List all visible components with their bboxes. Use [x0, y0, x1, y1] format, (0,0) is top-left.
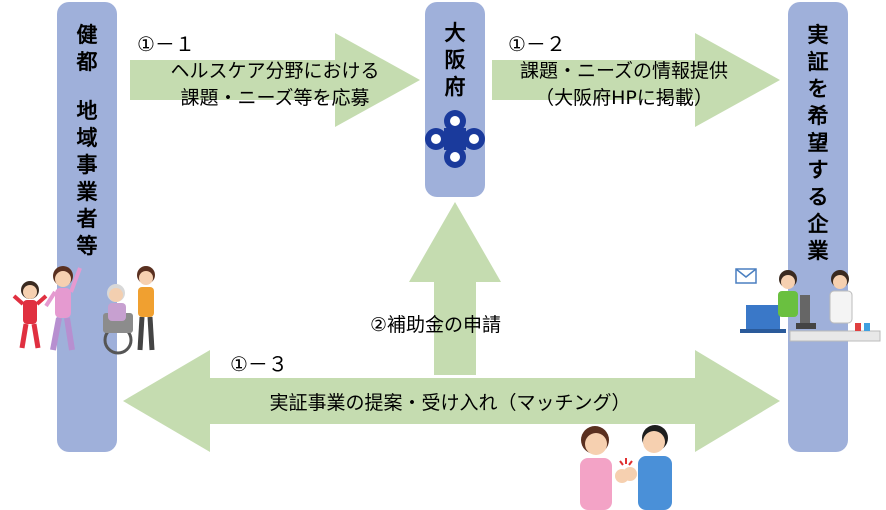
node-right-char: 望: [807, 131, 829, 155]
handshake-illustration: [580, 425, 672, 510]
node-left-char: 健: [76, 23, 98, 47]
label-1-1-line2: 課題・ニーズ等を応募: [180, 87, 370, 109]
label-2: ②補助金の申請: [370, 314, 502, 336]
node-left-char: 域: [76, 126, 98, 150]
node-center-char: 阪: [444, 48, 466, 72]
node-right-char: る: [807, 185, 829, 209]
node-left-char: 等: [76, 234, 98, 258]
node-left-char: 地: [76, 99, 98, 123]
node-health-local-businesses: 健 都 地 域 事 業 者 等: [57, 2, 117, 452]
node-demonstration-companies: 実 証 を 希 望 す る 企 業: [788, 2, 848, 452]
arrow-1-3: [123, 350, 780, 452]
label-1-3-number: ①－３: [230, 352, 288, 376]
node-left-char: 都: [76, 50, 98, 74]
node-right-char: 業: [807, 239, 829, 263]
label-1-1-text: ヘルスケア分野における 課題・ニーズ等を応募: [135, 56, 415, 110]
label-1-2-line2: （大阪府HPに掲載）: [535, 87, 713, 109]
node-right-char: 実: [807, 23, 829, 47]
arrow-1-2: [492, 33, 780, 127]
researchers-illustration: [735, 268, 881, 342]
label-1-3-text: 実証事業の提案・受け入れ（マッチング）: [269, 392, 631, 414]
label-1-1-number: ①－１: [137, 32, 195, 56]
node-right-char: す: [807, 158, 829, 182]
node-center-char: 大: [444, 21, 466, 45]
label-1-1-line1: ヘルスケア分野における: [170, 60, 380, 82]
caregiver-elderly-illustration: [103, 266, 155, 355]
exercising-family-illustration: [12, 266, 82, 351]
label-1-2-text: 課題・ニーズの情報提供 （大阪府HPに掲載）: [494, 56, 754, 110]
node-center-char: 府: [444, 75, 466, 99]
node-left-char: 業: [76, 180, 98, 204]
arrow-1-1: [130, 33, 420, 127]
node-left-char: 者: [76, 207, 98, 231]
label-1-2-number: ①－２: [508, 32, 566, 56]
node-right-char: 希: [807, 104, 829, 128]
osaka-prefecture-logo-icon: [425, 110, 485, 168]
arrow-2: [409, 202, 501, 375]
node-right-char: 証: [807, 50, 829, 74]
node-left-char: 事: [76, 153, 98, 177]
node-right-char: 企: [807, 212, 829, 236]
label-1-2-line1: 課題・ニーズの情報提供: [519, 60, 729, 82]
node-right-char: を: [807, 77, 829, 101]
